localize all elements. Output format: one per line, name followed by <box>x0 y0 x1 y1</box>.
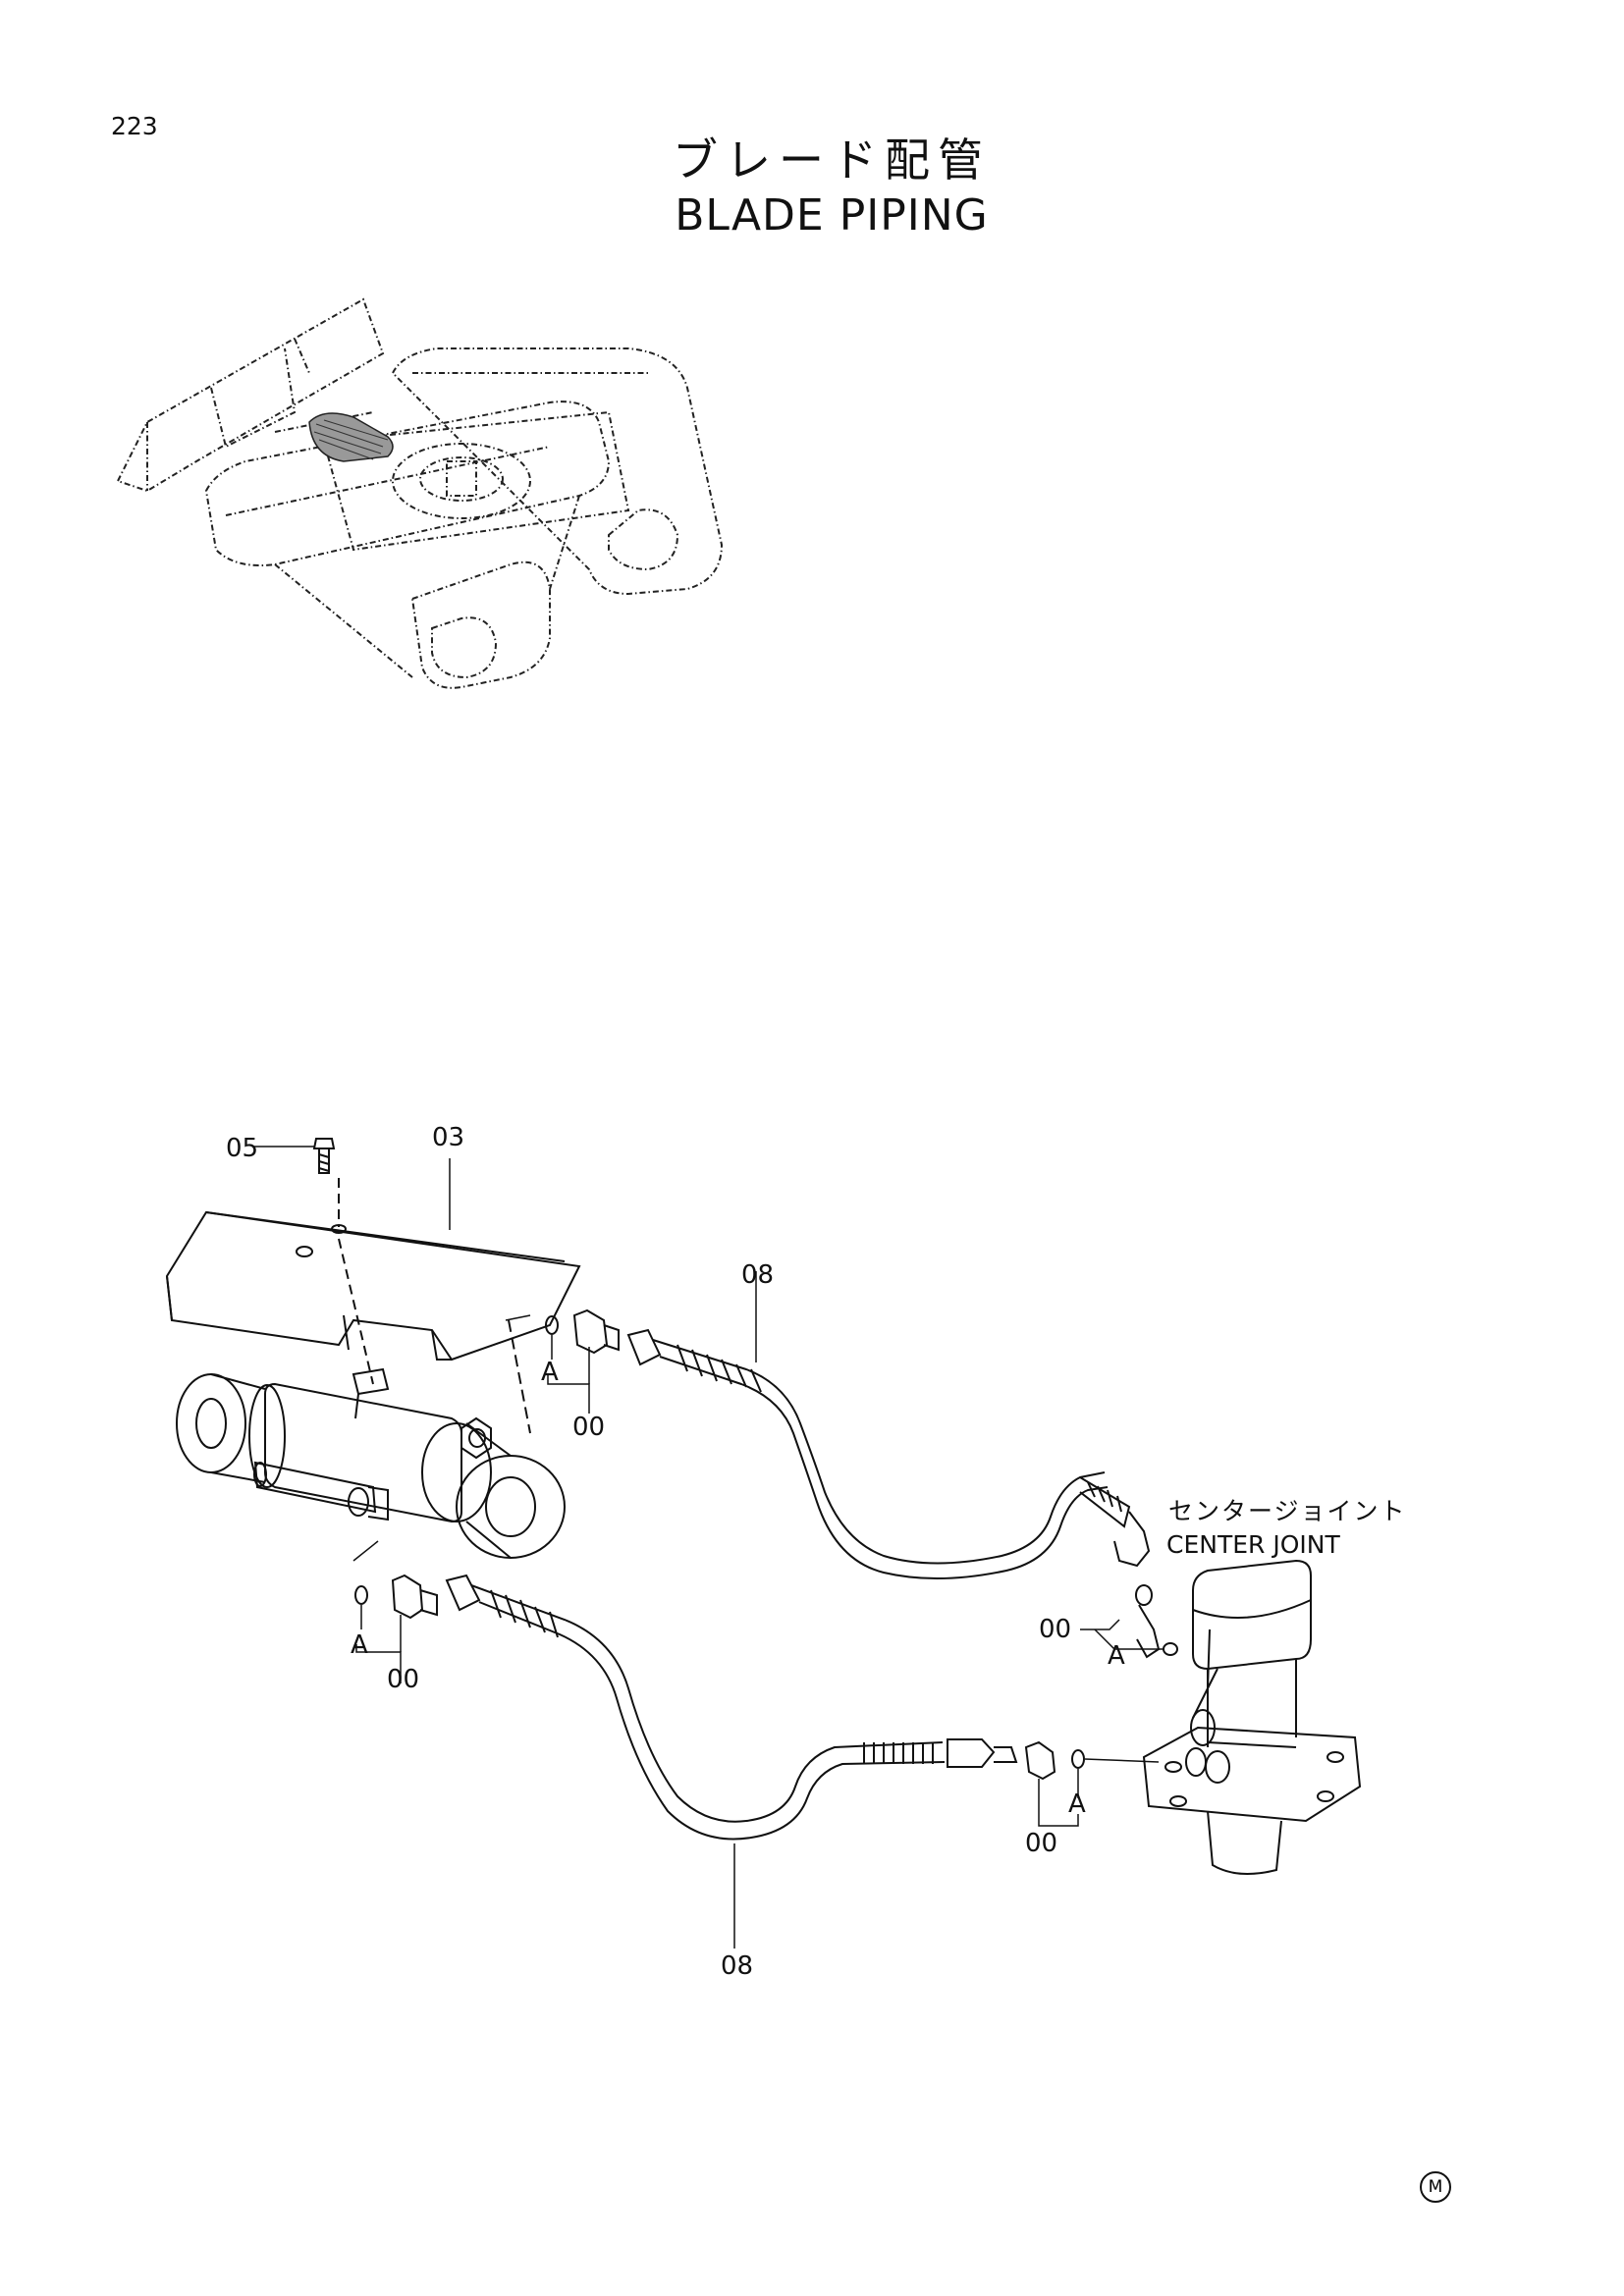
callout-08-bottom: 08 <box>721 1951 754 1981</box>
center-joint-label-japanese: センタージョイント <box>1168 1497 1407 1525</box>
callout-08-top: 08 <box>741 1260 775 1290</box>
callout-00-3: 00 <box>1039 1615 1072 1644</box>
maker-mark: M <box>1420 2171 1451 2203</box>
callout-03: 03 <box>432 1123 465 1152</box>
page-title-english: BLADE PIPING <box>675 190 989 240</box>
callout-a-3: A <box>1108 1641 1125 1671</box>
callout-00-2: 00 <box>387 1665 420 1694</box>
callout-05: 05 <box>226 1134 259 1163</box>
center-joint-label-english: CENTER JOINT <box>1166 1530 1340 1559</box>
callout-a-2: A <box>351 1630 368 1660</box>
callout-a-4: A <box>1068 1789 1086 1819</box>
callout-00-4: 00 <box>1025 1829 1058 1858</box>
callout-a-1: A <box>541 1358 559 1387</box>
page-title-japanese: ブレード配管 <box>673 133 991 187</box>
page-number: 223 <box>111 112 158 140</box>
callout-00-1: 00 <box>572 1413 606 1442</box>
